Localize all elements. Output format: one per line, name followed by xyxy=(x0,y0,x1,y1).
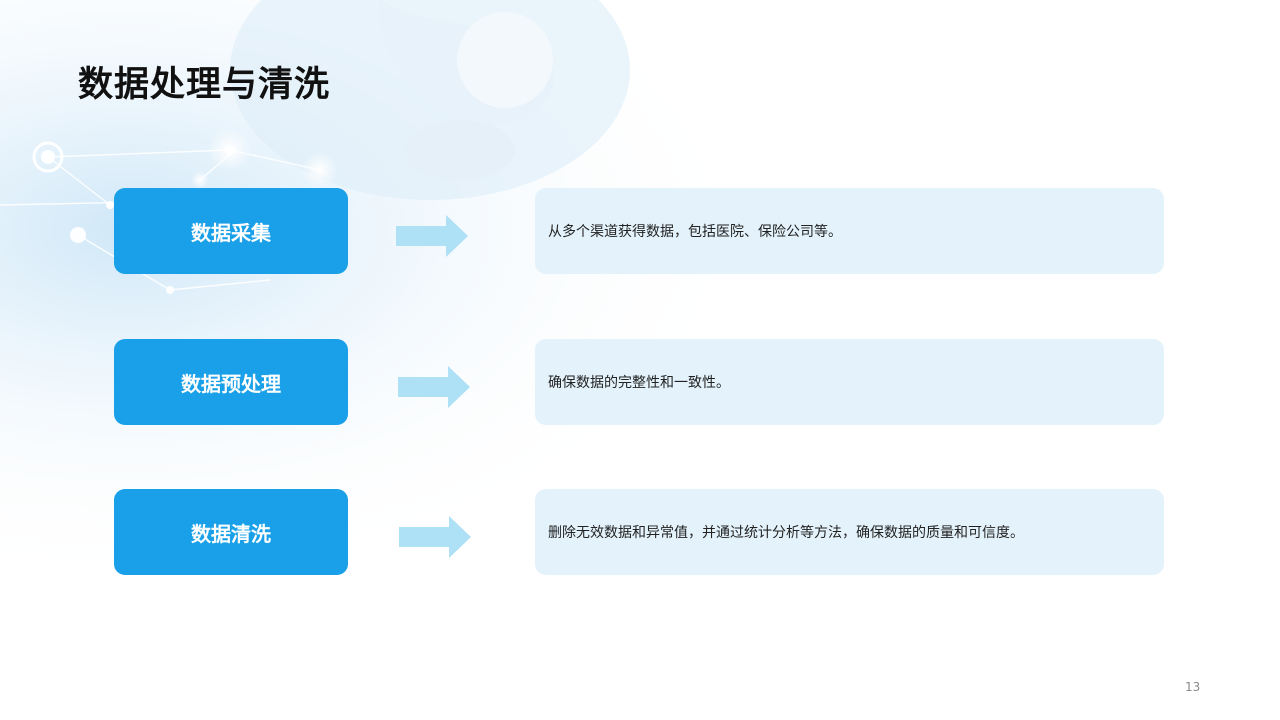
right-arrow-icon xyxy=(396,215,468,257)
step-label-collection: 数据采集 xyxy=(114,188,348,274)
right-arrow-icon xyxy=(398,366,470,408)
slide-title: 数据处理与清洗 xyxy=(78,65,331,105)
page-number: 13 xyxy=(1185,680,1201,694)
right-arrow-icon xyxy=(399,516,471,558)
step-label-preprocessing: 数据预处理 xyxy=(114,339,348,425)
step-label-cleaning: 数据清洗 xyxy=(114,489,348,575)
step-description-cleaning: 删除无效数据和异常值，并通过统计分析等方法，确保数据的质量和可信度。 xyxy=(535,489,1164,575)
step-description-collection: 从多个渠道获得数据，包括医院、保险公司等。 xyxy=(535,188,1164,274)
step-description-preprocessing: 确保数据的完整性和一致性。 xyxy=(535,339,1164,425)
